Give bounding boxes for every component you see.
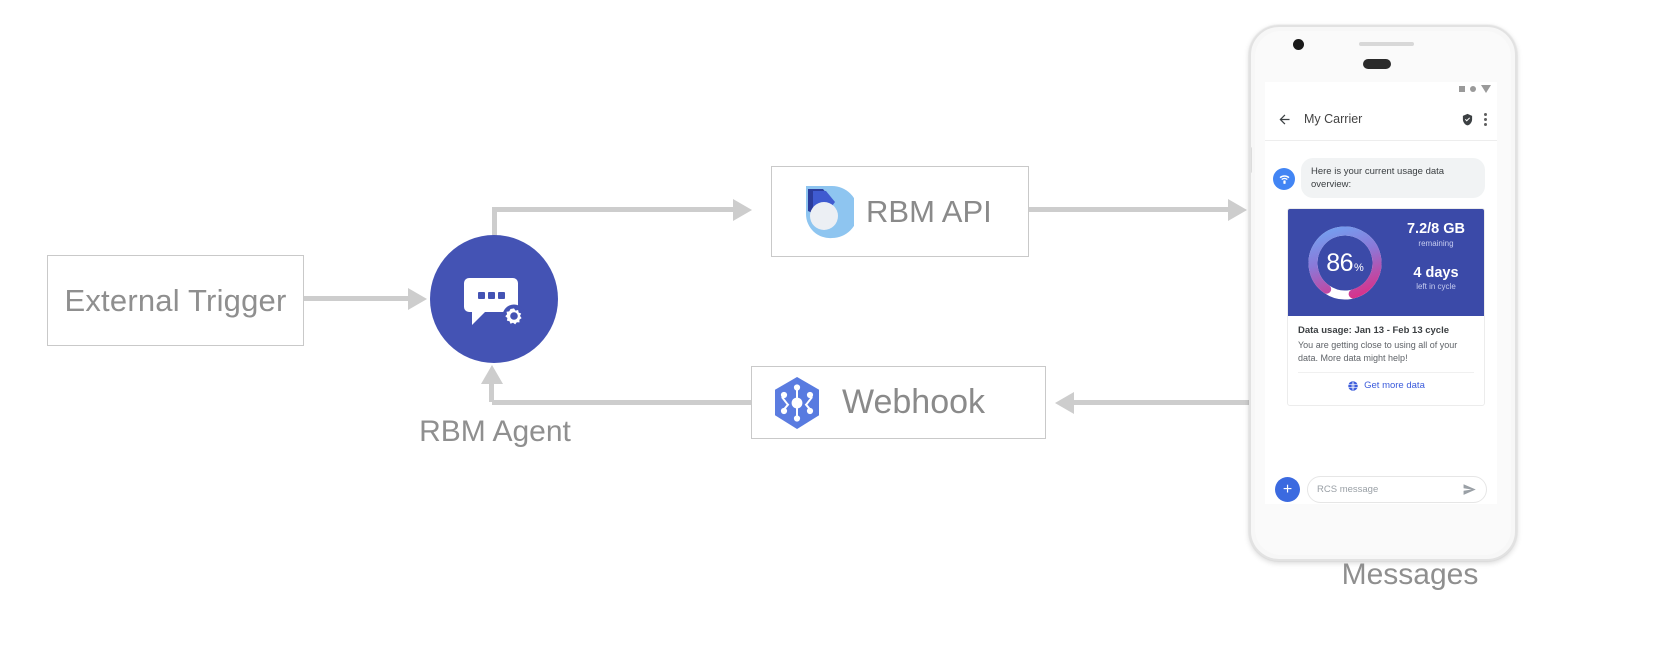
messages-label: Messages [1341,558,1479,591]
status-bar [1459,85,1491,93]
stat-caption-days: left in cycle [1416,282,1456,292]
get-more-data-label: Get more data [1364,380,1425,392]
signal-square-icon [1459,86,1465,92]
get-more-data-button[interactable]: Get more data [1298,371,1474,399]
incoming-message-row: Here is your current usage data overview… [1273,158,1489,199]
rbm-agent-label: RBM Agent [419,415,571,448]
node-external-trigger[interactable]: External Trigger [47,255,304,346]
connector-device-to-webhook [1063,400,1249,405]
connector-agent-to-api [492,207,735,212]
send-icon[interactable] [1462,482,1477,497]
stat-value-data: 7.2/8 GB [1406,221,1466,237]
stat-value-days: 4 days [1413,264,1459,281]
connector-trigger-to-agent [304,296,410,301]
webhook-hexagon-icon [775,376,819,429]
verified-shield-icon[interactable] [1461,113,1474,126]
rbm-api-label: RBM API [866,193,992,229]
external-trigger-label: External Trigger [64,282,287,318]
node-rbm-api[interactable]: RBM API [771,166,1029,257]
battery-triangle-icon [1481,85,1491,93]
rich-card-description: You are getting close to using all of yo… [1298,340,1458,363]
usage-stats: 7.2/8 GB remaining 4 days left in cycle [1395,221,1477,291]
gauge-percent-value: 86 [1326,248,1354,277]
arrowhead-agent-to-api [733,199,752,221]
speaker-grill [1359,42,1414,46]
phone-side-button[interactable] [1251,147,1252,173]
arrowhead-api-to-device [1228,199,1247,221]
chat-gear-icon [464,278,526,328]
wifi-router-icon [1279,174,1289,184]
data-usage-gauge-panel: 86 % 7.2/8 GB remaining 4 days left in c… [1288,209,1484,316]
overflow-dot [1484,112,1487,116]
webhook-label: Webhook [842,383,986,421]
message-bubble: Here is your current usage data overview… [1301,158,1485,199]
plus-icon[interactable]: + [1275,477,1300,502]
overflow-dot [1484,117,1487,121]
back-arrow-icon[interactable] [1277,112,1292,127]
stat-block-days: 4 days left in cycle [1395,265,1477,292]
rich-card-title: Data usage: Jan 13 - Feb 13 cycle [1298,325,1450,336]
node-webhook[interactable]: Webhook [751,366,1046,439]
rcs-message-placeholder: RCS message [1317,484,1379,495]
arrowhead-device-to-webhook [1055,392,1074,414]
earpiece [1363,59,1391,69]
message-composer: + RCS message [1275,476,1487,503]
front-camera-icon [1293,39,1304,50]
gauge-percent-symbol: % [1354,261,1364,274]
overflow-dot [1484,122,1487,126]
rbm-api-logo [805,185,854,238]
device-phone: My Carrier [1249,25,1517,561]
rcs-message-input[interactable]: RCS message [1307,476,1487,503]
arrowhead-webhook-to-agent [481,365,503,384]
globe-icon [1348,380,1358,391]
connector-agent-up [492,207,497,249]
stat-caption-data: remaining [1418,238,1454,248]
app-bar: My Carrier [1265,98,1497,141]
stat-block-remaining: 7.2/8 GB remaining [1395,221,1477,248]
node-rbm-agent[interactable] [430,235,558,363]
connector-webhook-to-agent [492,400,754,405]
rich-card-text: Data usage: Jan 13 - Feb 13 cycle You ar… [1288,316,1484,405]
arrowhead-trigger-to-agent [408,288,427,310]
usage-gauge: 86 % [1304,222,1386,304]
conversation-title: My Carrier [1304,112,1363,126]
avatar [1273,168,1295,190]
gauge-value: 86 % [1304,222,1386,304]
connector-agent-up-return [489,382,494,402]
wifi-dot-icon [1470,86,1476,92]
overflow-menu-icon[interactable] [1484,112,1487,126]
connector-api-to-device [1029,207,1234,212]
rich-card[interactable]: 86 % 7.2/8 GB remaining 4 days left in c… [1287,208,1485,406]
phone-screen: My Carrier [1265,82,1497,504]
